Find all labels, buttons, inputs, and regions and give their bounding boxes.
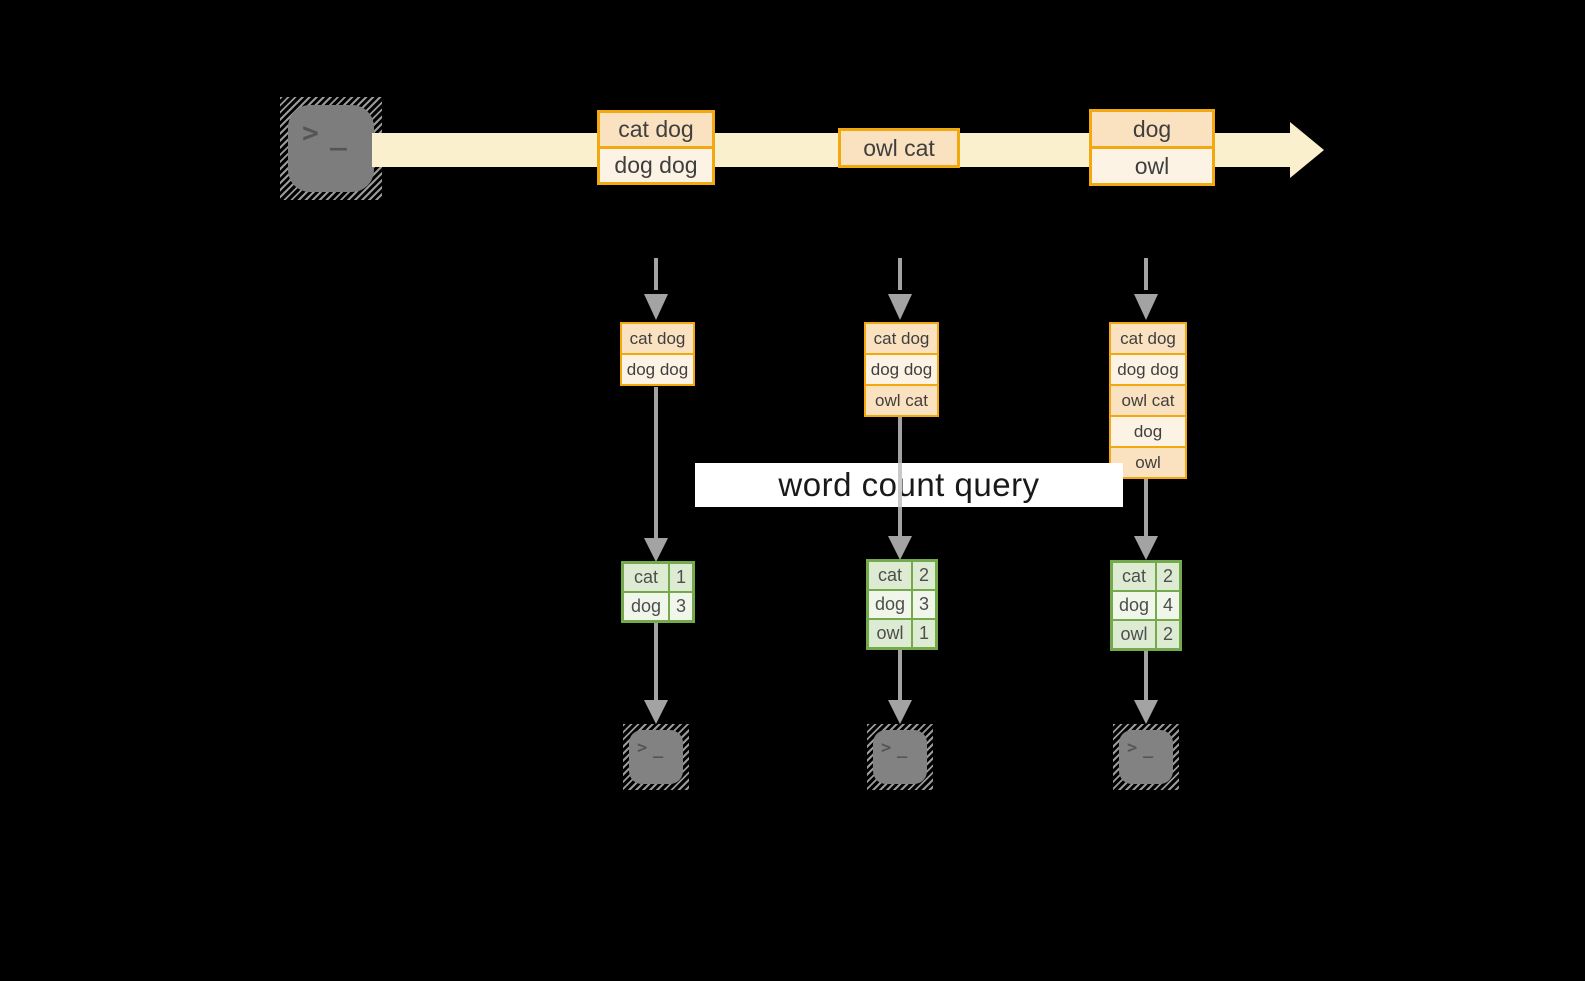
stream-record: cat dog — [600, 113, 712, 146]
wordcount-table-1: cat 1 dog 3 — [621, 561, 695, 623]
count-cell: 3 — [913, 591, 935, 618]
word-cell: dog — [869, 591, 911, 618]
flow-arrow-line — [1144, 651, 1148, 700]
dashed-arrow-line — [898, 258, 902, 290]
dashed-arrow-line — [1144, 258, 1148, 290]
terminal-cursor-icon: _ — [653, 739, 664, 759]
word-cell: cat — [869, 562, 911, 589]
flow-arrowhead-icon — [644, 700, 668, 724]
word-cell: dog — [624, 593, 668, 620]
stream-record: dog dog — [600, 146, 712, 182]
word-cell: dog — [1113, 592, 1155, 619]
source-terminal-icon: > _ — [280, 97, 382, 200]
query-banner-label: word count query — [778, 466, 1040, 503]
terminal-prompt-icon: > — [1127, 738, 1138, 758]
output-terminal-icon: > _ — [1113, 724, 1179, 790]
flow-arrow-line — [654, 623, 658, 700]
buffer-record: cat dog — [622, 324, 693, 353]
terminal-prompt-icon: > — [302, 116, 319, 149]
word-cell: cat — [1113, 563, 1155, 590]
flow-arrow-line — [898, 463, 902, 507]
flow-arrowhead-icon — [1134, 536, 1158, 560]
flow-arrow-line — [654, 387, 658, 538]
count-cell: 2 — [913, 562, 935, 589]
terminal-body: > _ — [288, 105, 374, 192]
flow-arrow-line — [898, 650, 902, 700]
buffer-record: owl cat — [866, 384, 937, 415]
input-buffer-2: cat dog dog dog owl cat — [864, 322, 939, 417]
count-cell: 3 — [670, 593, 692, 620]
output-terminal-icon: > _ — [867, 724, 933, 790]
terminal-body: > _ — [873, 730, 927, 784]
terminal-prompt-icon: > — [637, 738, 648, 758]
wordcount-table-2: cat 2 dog 3 owl 1 — [866, 559, 938, 650]
stream-batch-2: owl cat — [838, 128, 960, 168]
dashed-arrowhead-icon — [888, 294, 912, 320]
flow-arrowhead-icon — [1134, 700, 1158, 724]
terminal-cursor-icon: _ — [1143, 739, 1154, 759]
flow-arrowhead-icon — [888, 536, 912, 560]
buffer-record: dog dog — [866, 353, 937, 384]
flow-arrowhead-icon — [888, 700, 912, 724]
query-banner: word count query — [695, 463, 1123, 507]
word-cell: owl — [1113, 621, 1155, 648]
flow-arrow-line — [898, 417, 902, 463]
buffer-record: cat dog — [1111, 324, 1185, 353]
buffer-record: owl — [1111, 446, 1185, 477]
dashed-arrowhead-icon — [644, 294, 668, 320]
input-buffer-1: cat dog dog dog — [620, 322, 695, 386]
count-cell: 2 — [1157, 621, 1179, 648]
stream-batch-3: dog owl — [1089, 109, 1215, 186]
terminal-body: > _ — [1119, 730, 1173, 784]
buffer-record: dog — [1111, 415, 1185, 446]
wordcount-table-3: cat 2 dog 4 owl 2 — [1110, 560, 1182, 651]
stream-arrowhead-icon — [1290, 122, 1324, 178]
count-cell: 2 — [1157, 563, 1179, 590]
count-cell: 4 — [1157, 592, 1179, 619]
flow-arrow-line — [898, 507, 902, 536]
flow-arrowhead-icon — [644, 538, 668, 562]
stream-record: owl — [1092, 146, 1212, 183]
count-cell: 1 — [670, 564, 692, 591]
word-cell: cat — [624, 564, 668, 591]
stream-record: dog — [1092, 112, 1212, 146]
dashed-arrow-line — [654, 258, 658, 290]
buffer-record: cat dog — [866, 324, 937, 353]
flow-arrow-line — [1144, 479, 1148, 536]
stream-batch-1: cat dog dog dog — [597, 110, 715, 185]
dashed-arrowhead-icon — [1134, 294, 1158, 320]
word-cell: owl — [869, 620, 911, 647]
stream-record: owl cat — [841, 131, 957, 165]
input-buffer-3: cat dog dog dog owl cat dog owl — [1109, 322, 1187, 479]
terminal-body: > _ — [629, 730, 683, 784]
buffer-record: dog dog — [622, 353, 693, 384]
buffer-record: owl cat — [1111, 384, 1185, 415]
terminal-cursor-icon: _ — [897, 739, 908, 759]
count-cell: 1 — [913, 620, 935, 647]
buffer-record: dog dog — [1111, 353, 1185, 384]
terminal-prompt-icon: > — [881, 738, 892, 758]
output-terminal-icon: > _ — [623, 724, 689, 790]
terminal-cursor-icon: _ — [330, 118, 347, 151]
